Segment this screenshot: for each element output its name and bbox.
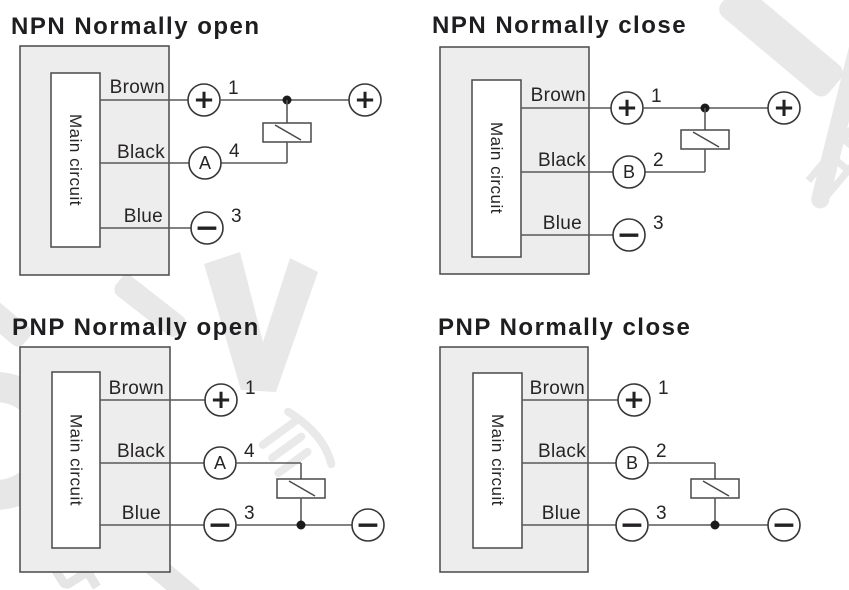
main-circuit-label: Main circuit bbox=[67, 414, 86, 506]
terminal-minus-sign: − bbox=[194, 211, 219, 246]
rail-terminal-sign: − bbox=[355, 508, 380, 543]
junction-dot bbox=[296, 520, 306, 530]
terminal-minus-sign: − bbox=[619, 508, 644, 543]
pin-number: 1 bbox=[228, 78, 239, 99]
pin-number: 1 bbox=[245, 378, 256, 399]
brown-wire-label: Brown bbox=[530, 378, 585, 399]
rail-terminal-sign: + bbox=[773, 93, 795, 123]
watermark-band-top-right bbox=[719, 0, 843, 97]
terminal-output-letter: B bbox=[623, 162, 635, 182]
pin-number: 4 bbox=[244, 441, 255, 462]
pin-number: 4 bbox=[229, 141, 240, 162]
relay-coil-diagonal bbox=[692, 131, 720, 148]
terminal-output-letter: A bbox=[214, 453, 226, 473]
terminal-output-circle bbox=[612, 155, 646, 189]
brown-wire-label: Brown bbox=[110, 77, 165, 98]
terminal-plus-sign: + bbox=[616, 93, 638, 123]
pin-number: 3 bbox=[231, 206, 242, 227]
watermark-wedge-left-edge bbox=[0, 293, 31, 347]
watermark-letter-shape bbox=[204, 252, 318, 392]
relay-coil-diagonal bbox=[274, 124, 302, 141]
terminal-minus-sign: − bbox=[616, 218, 641, 253]
diagram-title: NPN Normally open bbox=[11, 13, 261, 40]
terminal-output-letter: B bbox=[626, 453, 638, 473]
rail-terminal-circle bbox=[767, 508, 801, 542]
terminal-plus-circle bbox=[204, 383, 238, 417]
diagram-title: PNP Normally open bbox=[12, 314, 260, 341]
pin-number: 3 bbox=[656, 503, 667, 524]
junction-dot bbox=[710, 520, 720, 530]
main-circuit-box bbox=[471, 79, 522, 258]
main-circuit-box bbox=[472, 372, 523, 549]
pin-number: 2 bbox=[653, 150, 664, 171]
terminal-minus-circle bbox=[190, 211, 224, 245]
rail-terminal-circle bbox=[767, 91, 801, 125]
black-wire-label: Black bbox=[538, 150, 586, 171]
main-circuit-box bbox=[51, 371, 101, 549]
blue-wire-label: Blue bbox=[543, 213, 582, 234]
watermark-band-mid-left bbox=[114, 275, 186, 337]
terminal-plus-sign: + bbox=[623, 385, 645, 415]
main-circuit-box bbox=[50, 72, 101, 248]
pin-number: 3 bbox=[244, 503, 255, 524]
rail-terminal-sign: + bbox=[354, 85, 376, 115]
terminal-output-circle bbox=[188, 146, 222, 180]
diagram-title: PNP Normally close bbox=[438, 314, 691, 341]
brown-wire-label: Brown bbox=[109, 378, 164, 399]
terminal-output-letter: A bbox=[199, 153, 211, 173]
pin-number: 2 bbox=[656, 441, 667, 462]
terminal-plus-sign: + bbox=[210, 385, 232, 415]
pin-number: 3 bbox=[653, 213, 664, 234]
diagram-npn-normally-close: NPN Normally close Main circuit Brown + … bbox=[432, 12, 801, 275]
relay-coil-diagonal bbox=[288, 480, 316, 497]
main-circuit-label: Main circuit bbox=[488, 414, 507, 506]
blue-wire-label: Blue bbox=[124, 206, 163, 227]
rail-terminal-circle bbox=[348, 83, 382, 117]
rail-terminal-sign: − bbox=[771, 508, 796, 543]
rail-terminal-circle bbox=[351, 508, 385, 542]
pin-number: 1 bbox=[658, 378, 669, 399]
main-circuit-label: Main circuit bbox=[487, 122, 506, 214]
terminal-minus-sign: − bbox=[207, 508, 232, 543]
black-wire-label: Black bbox=[117, 441, 165, 462]
diagram-npn-normally-open: NPN Normally open Main circuit Brown + 1… bbox=[11, 13, 382, 276]
black-wire-label: Black bbox=[117, 142, 165, 163]
blue-wire-label: Blue bbox=[542, 503, 581, 524]
pin-number: 1 bbox=[651, 86, 662, 107]
blue-wire-label: Blue bbox=[122, 503, 161, 524]
relay-coil-diagonal bbox=[702, 480, 730, 497]
diagram-title: NPN Normally close bbox=[432, 12, 687, 39]
black-wire-label: Black bbox=[538, 441, 586, 462]
terminal-minus-circle bbox=[612, 218, 646, 252]
diagram-pnp-normally-open: PNP Normally open Main circuit Brown + 1… bbox=[12, 314, 385, 573]
terminal-plus-circle bbox=[617, 383, 651, 417]
diagram-pnp-normally-close: PNP Normally close Main circuit Brown + … bbox=[438, 314, 801, 573]
brown-wire-label: Brown bbox=[531, 85, 586, 106]
main-circuit-label: Main circuit bbox=[66, 114, 85, 206]
terminal-plus-sign: + bbox=[193, 85, 215, 115]
